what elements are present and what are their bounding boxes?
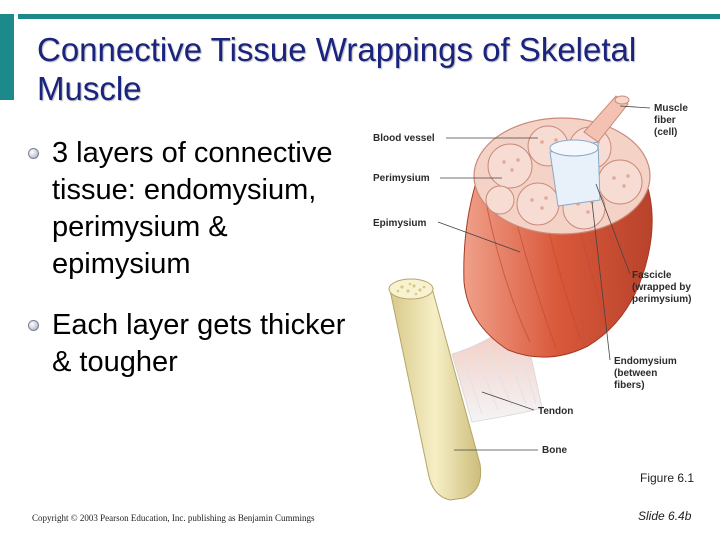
figure-caption: Figure 6.1	[640, 471, 695, 485]
label-endomysium-line2: (between	[614, 368, 657, 379]
leader-lines	[437, 105, 651, 451]
label-muscle-fiber-line3: (cell)	[654, 127, 677, 138]
bullet-item: 3 layers of connective tissue: endomysiu…	[28, 135, 358, 283]
accent-bar-top	[18, 14, 720, 19]
label-tendon: Tendon	[538, 406, 573, 417]
label-perimysium: Perimysium	[373, 173, 430, 184]
bullet-dot-icon	[28, 148, 39, 159]
bullet-text: Each layer gets thicker & tougher	[52, 309, 346, 378]
label-epimysium: Epimysium	[373, 218, 426, 229]
label-fascicle-line2: (wrapped by	[632, 282, 691, 293]
muscle-anatomy-figure: Blood vessel Perimysium Epimysium Muscle…	[373, 95, 691, 501]
label-fascicle-line3: perimysium)	[632, 294, 691, 305]
label-endomysium-line1: Endomysium	[614, 356, 677, 367]
bullet-list: 3 layers of connective tissue: endomysiu…	[28, 135, 358, 405]
label-blood-vessel: Blood vessel	[373, 133, 435, 144]
label-muscle-fiber-line2: fiber	[654, 115, 676, 126]
copyright-notice: Copyright © 2003 Pearson Education, Inc.…	[32, 513, 315, 523]
slide-title: Connective Tissue Wrappings of Skeletal …	[37, 31, 637, 107]
muscle-fiber-shape	[583, 95, 630, 143]
accent-bar-left	[0, 14, 14, 100]
label-bone: Bone	[542, 445, 567, 456]
bullet-dot-icon	[28, 320, 39, 331]
label-muscle-fiber-line1: Muscle	[654, 103, 688, 114]
bone-shape	[388, 278, 482, 501]
blood-vessel-shape	[549, 139, 601, 207]
bullet-item: Each layer gets thicker & tougher	[28, 307, 358, 381]
slide-number: Slide 6.4b	[638, 509, 692, 523]
label-endomysium-line3: fibers)	[614, 380, 645, 391]
label-fascicle-line1: Fascicle	[632, 270, 672, 281]
bullet-text: 3 layers of connective tissue: endomysiu…	[52, 137, 333, 280]
